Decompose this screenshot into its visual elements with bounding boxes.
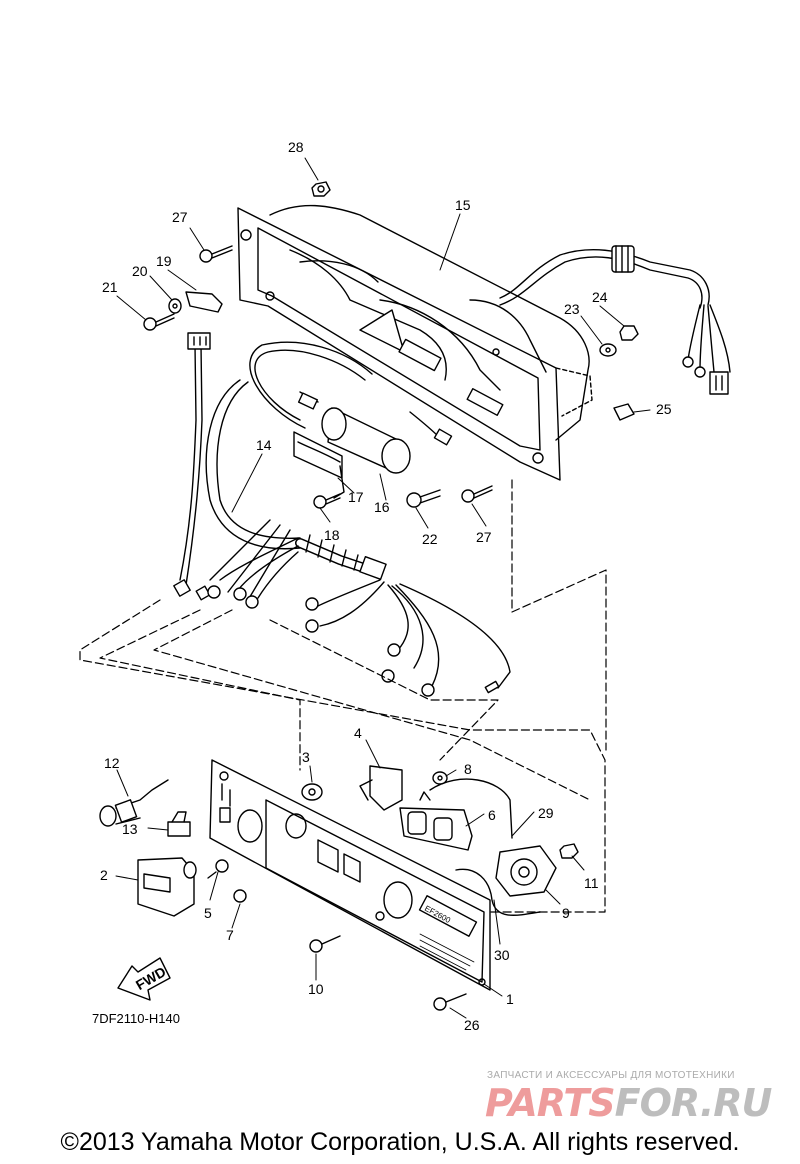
callout-18: 18: [324, 527, 340, 543]
capacitor: [293, 391, 453, 499]
callout-11: 11: [584, 875, 599, 891]
callout-21: 21: [102, 279, 118, 295]
callout-8: 8: [464, 761, 472, 777]
callout-labels: 28 27 15 19 20 21 24 23 25 14 17 16 18 2…: [100, 139, 672, 1033]
callout-1: 1: [506, 991, 514, 1007]
watermark-logo: PARTSFOR.RU: [485, 1081, 773, 1125]
control-panel: [209, 759, 491, 991]
panel-components: [99, 765, 579, 1011]
fasteners: [143, 181, 639, 509]
callout-7: 7: [226, 927, 234, 943]
housing-frame: [237, 204, 593, 481]
callout-6: 6: [488, 807, 496, 823]
callout-16: 16: [374, 499, 390, 515]
fwd-arrow-badge: FWD: [117, 957, 171, 1001]
callout-28: 28: [288, 139, 304, 155]
callout-23: 23: [564, 301, 580, 317]
callout-15: 15: [455, 197, 471, 213]
diagram-code: 7DF2110-H140: [92, 1011, 180, 1026]
callout-14: 14: [256, 437, 272, 453]
callout-25: 25: [656, 401, 672, 417]
watermark-logo-part1: PARTS: [485, 1081, 616, 1125]
output-harness: [499, 245, 731, 395]
callout-24: 24: [592, 289, 608, 305]
leader-lines: [115, 157, 651, 1019]
callout-26: 26: [464, 1017, 480, 1033]
callout-20: 20: [132, 263, 148, 279]
callout-3: 3: [302, 749, 310, 765]
callout-9: 9: [562, 905, 570, 921]
callout-17: 17: [348, 489, 364, 505]
copyright-notice: ©2013 Yamaha Motor Corporation, U.S.A. A…: [60, 1128, 740, 1156]
callout-27-lower: 27: [476, 529, 492, 545]
callout-12: 12: [104, 755, 120, 771]
callout-2: 2: [100, 867, 108, 883]
routing-lines: [79, 479, 607, 913]
watermark-logo-part2: FOR.RU: [614, 1081, 773, 1125]
callout-27-upper: 27: [172, 209, 188, 225]
callout-5: 5: [204, 905, 212, 921]
callout-29: 29: [538, 805, 554, 821]
callout-4: 4: [354, 725, 362, 741]
callout-10: 10: [308, 981, 324, 997]
wiring-harness: [173, 332, 511, 697]
watermark-subtitle: ЗАПЧАСТИ И АКСЕССУАРЫ ДЛЯ МОТОТЕХНИКИ: [487, 1070, 735, 1081]
callout-13: 13: [122, 821, 138, 837]
callout-22: 22: [422, 531, 438, 547]
callout-30: 30: [494, 947, 510, 963]
callout-19: 19: [156, 253, 172, 269]
